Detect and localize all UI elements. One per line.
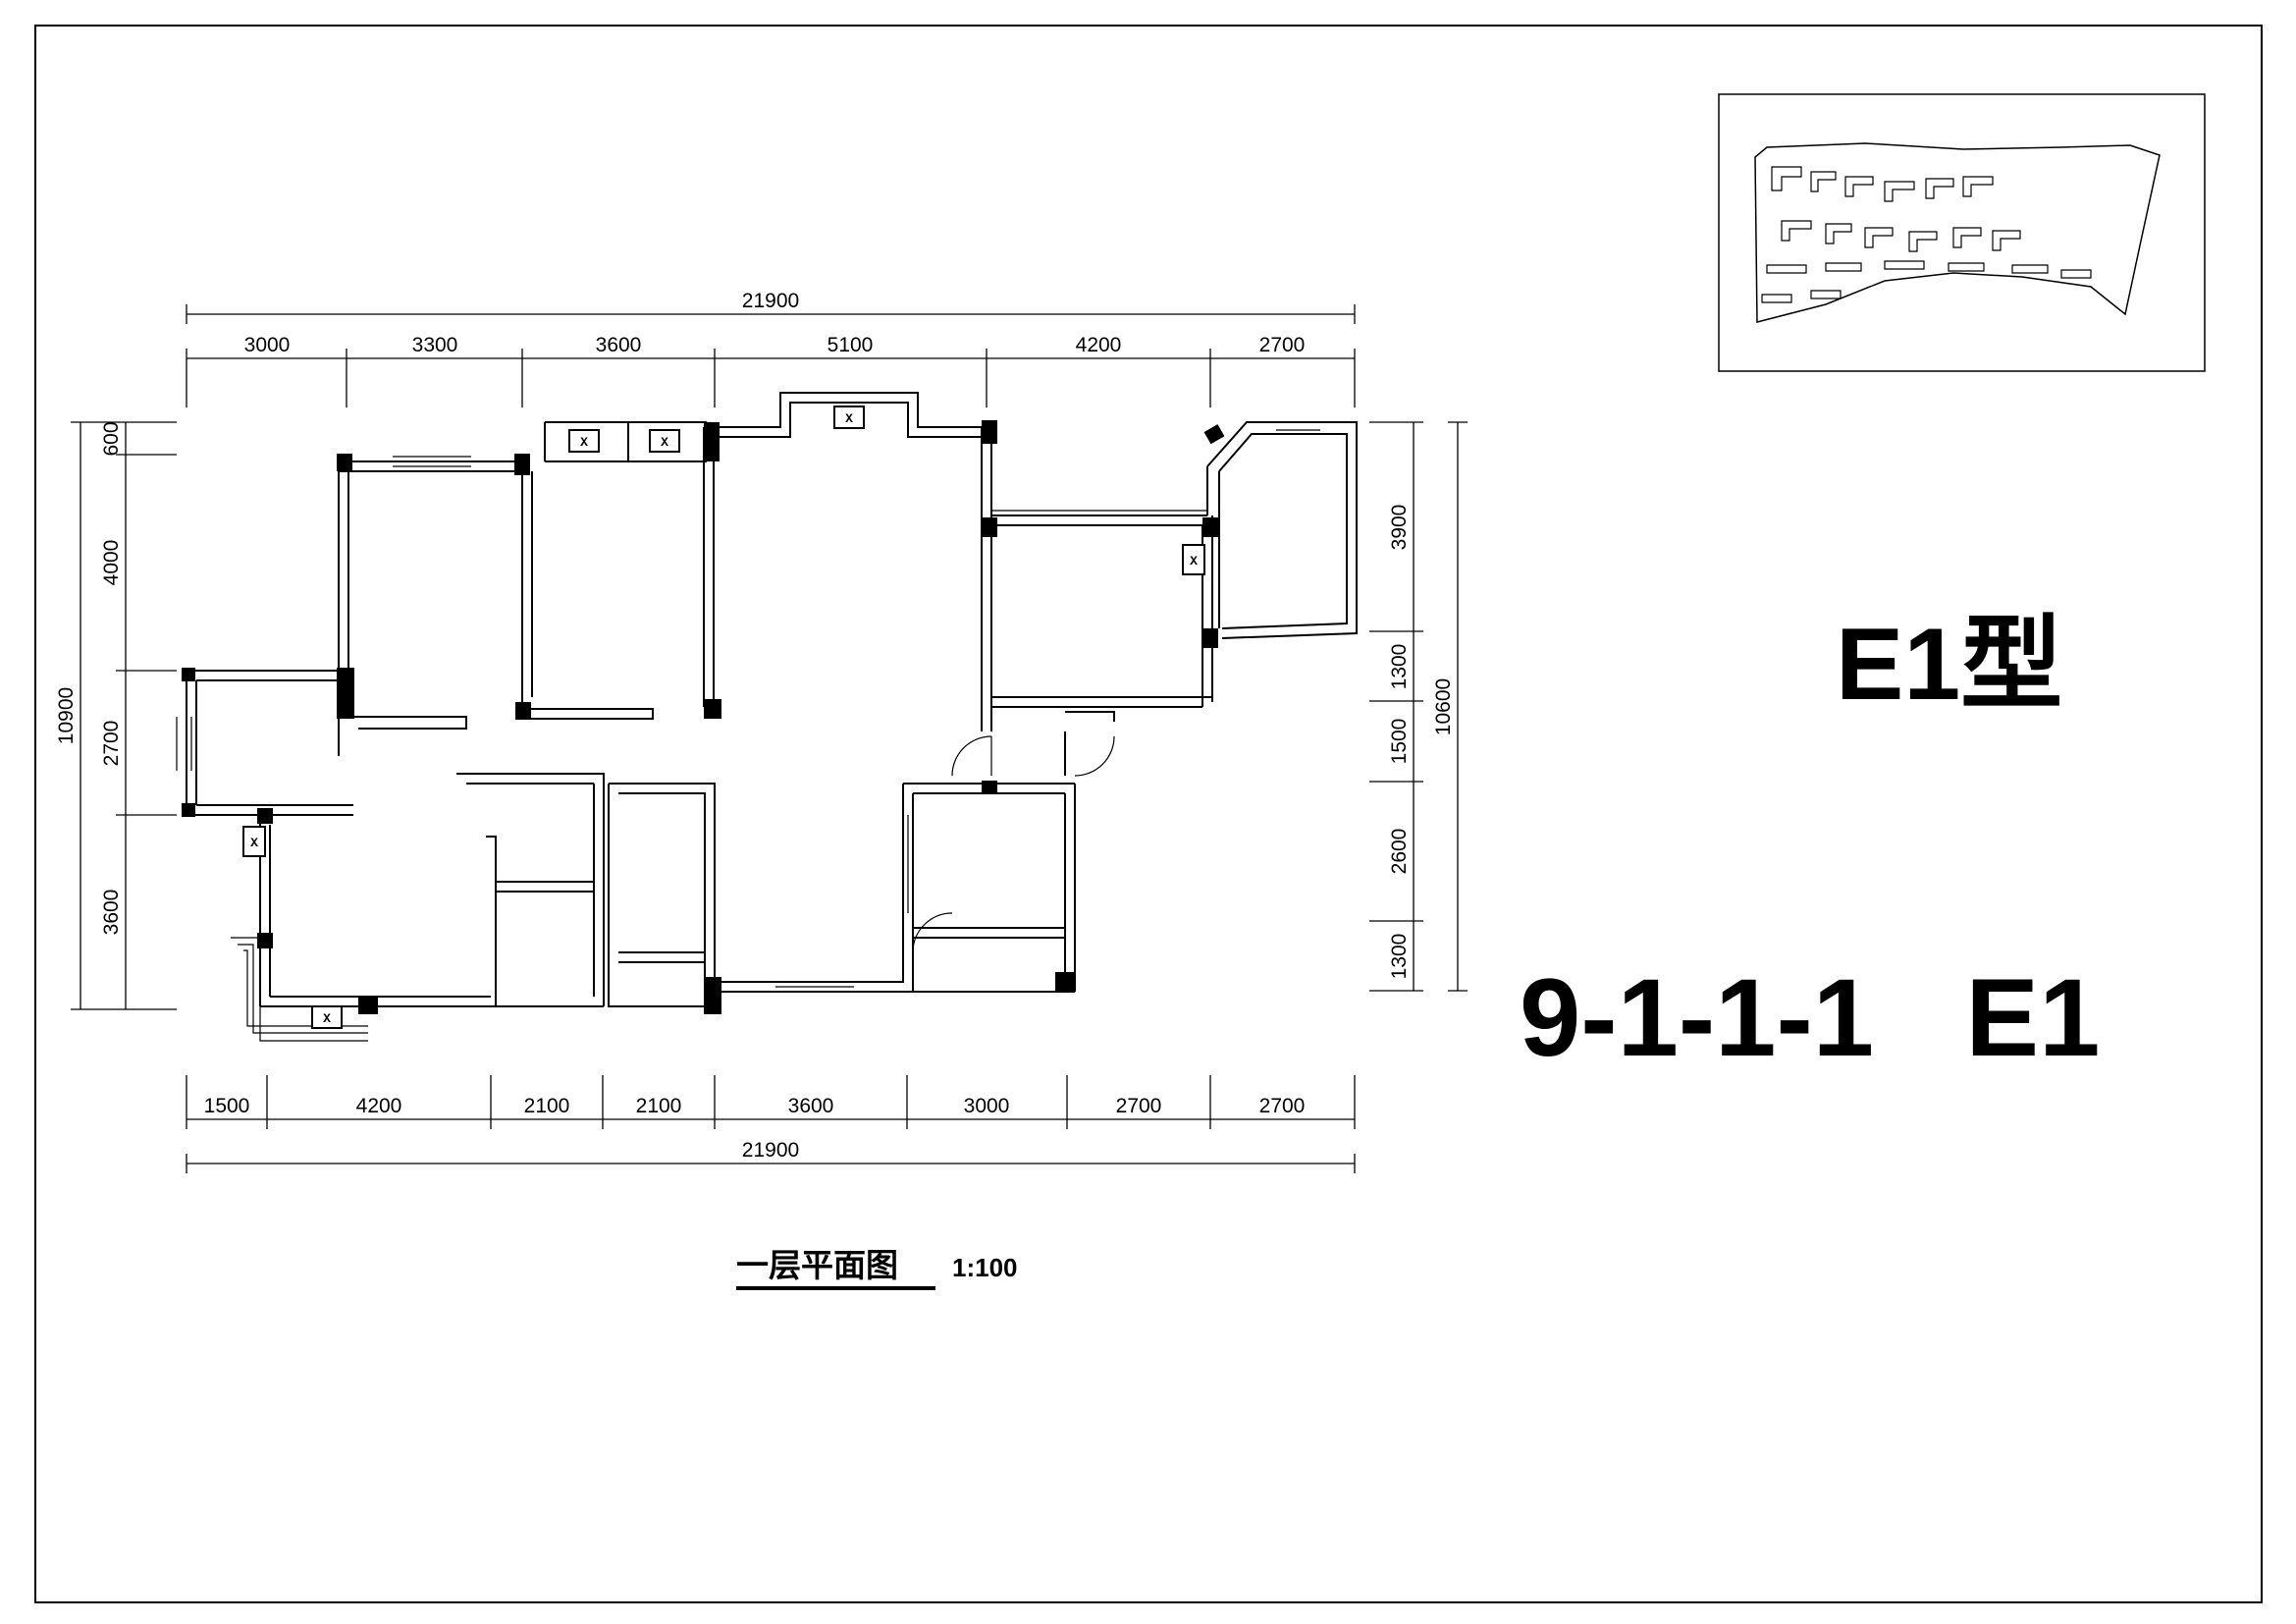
- ac-unit-marker: X: [1182, 544, 1205, 575]
- dim-bottom-5: 3600: [788, 1095, 834, 1117]
- ac-unit-marker: X: [568, 429, 600, 453]
- svg-text:X: X: [661, 435, 668, 450]
- dim-top-6: 2700: [1259, 334, 1306, 356]
- dim-bottom-2: 4200: [356, 1095, 402, 1117]
- dim-right-4: 2600: [1388, 829, 1411, 875]
- dim-right-5: 1300: [1388, 934, 1411, 980]
- ac-unit-markers: X X X X X X: [242, 406, 1205, 1029]
- dim-bottom-1: 1500: [204, 1095, 250, 1117]
- floor-plan: X X X X X X: [176, 392, 1358, 1042]
- dim-bottom-8: 2700: [1259, 1095, 1306, 1117]
- svg-text:X: X: [1190, 554, 1198, 568]
- dim-left-1: 600: [100, 421, 123, 456]
- dim-top-3: 3600: [596, 334, 642, 356]
- dimension-texts: 21900 3000 3300 3600 5100 4200 2700 1500…: [55, 290, 1455, 1162]
- dimension-lines: [71, 304, 1468, 1173]
- dim-right-1: 3900: [1388, 505, 1411, 551]
- unit-code: 9-1-1-1 E1: [1520, 956, 2100, 1079]
- ac-unit-marker: X: [649, 429, 680, 453]
- plan-scale: 1:100: [952, 1253, 1018, 1282]
- dim-left-3: 2700: [100, 721, 123, 767]
- dim-bottom-7: 2700: [1116, 1095, 1162, 1117]
- dim-top-5: 4200: [1076, 334, 1122, 356]
- svg-text:X: X: [250, 836, 258, 850]
- dim-bottom-total: 21900: [742, 1139, 799, 1162]
- dim-left-4: 3600: [100, 890, 123, 936]
- svg-text:X: X: [845, 411, 853, 426]
- ac-unit-marker: X: [311, 1005, 343, 1029]
- dim-left-2: 4000: [100, 540, 123, 586]
- type-label: E1型: [1836, 608, 2062, 722]
- dim-right-total: 10600: [1432, 678, 1455, 735]
- sheet-border: [34, 25, 2263, 1603]
- dim-left-total: 10900: [55, 687, 78, 744]
- ac-unit-marker: X: [242, 826, 266, 857]
- key-plan: [1718, 93, 2206, 372]
- svg-text:X: X: [323, 1011, 331, 1026]
- plan-title-block: 一层平面图 1:100: [736, 1246, 1018, 1290]
- dim-top-total: 21900: [742, 290, 799, 312]
- dim-top-2: 3300: [412, 334, 458, 356]
- dim-right-2: 1300: [1388, 644, 1411, 690]
- dim-bottom-4: 2100: [636, 1095, 682, 1117]
- dim-top-4: 5100: [828, 334, 874, 356]
- dim-bottom-3: 2100: [524, 1095, 570, 1117]
- plan-title: 一层平面图: [736, 1246, 898, 1284]
- svg-text:X: X: [580, 435, 588, 450]
- ac-unit-marker: X: [833, 406, 865, 429]
- dim-right-3: 1500: [1388, 719, 1411, 765]
- dim-bottom-6: 3000: [964, 1095, 1010, 1117]
- dim-top-1: 3000: [244, 334, 291, 356]
